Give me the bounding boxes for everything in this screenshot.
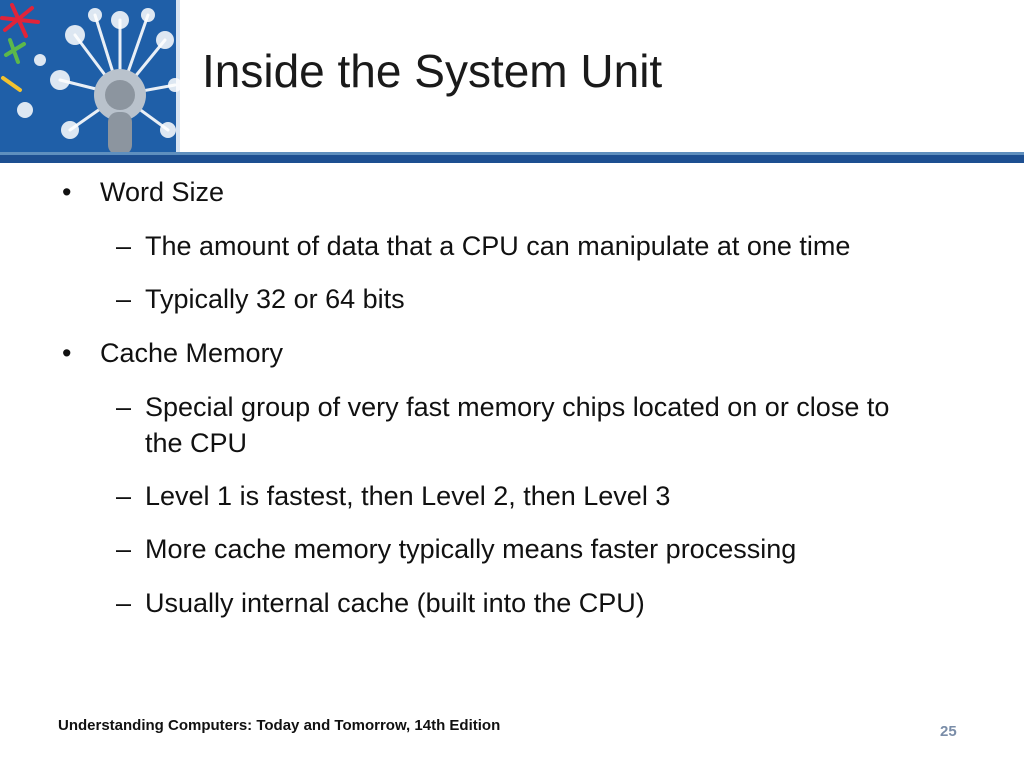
bullet-marker: • bbox=[62, 177, 72, 207]
dandelion-logo-icon bbox=[0, 0, 180, 155]
sub-bullet-text: Level 1 is fastest, then Level 2, then L… bbox=[145, 481, 671, 511]
bullet-item: • Cache Memory bbox=[62, 335, 980, 371]
dash-marker: – bbox=[116, 481, 132, 511]
dash-marker: – bbox=[116, 392, 132, 422]
header-band bbox=[0, 155, 1024, 163]
dash-marker: – bbox=[116, 534, 132, 564]
sub-bullet-item: – Usually internal cache (built into the… bbox=[116, 585, 975, 621]
sub-bullet-item: – Special group of very fast memory chip… bbox=[116, 389, 905, 461]
slide-footer: Understanding Computers: Today and Tomor… bbox=[58, 717, 501, 734]
sub-bullet-text: More cache memory typically means faster… bbox=[145, 534, 797, 564]
dash-marker: – bbox=[116, 284, 132, 314]
slide-title: Inside the System Unit bbox=[202, 45, 663, 97]
page-number: 25 bbox=[940, 723, 957, 740]
header-band-highlight bbox=[0, 152, 1024, 155]
sub-bullet-text: The amount of data that a CPU can manipu… bbox=[145, 231, 851, 261]
sub-bullet-text: Usually internal cache (built into the C… bbox=[145, 588, 645, 618]
sub-bullet-item: – The amount of data that a CPU can mani… bbox=[116, 228, 975, 264]
sub-bullet-item: – Level 1 is fastest, then Level 2, then… bbox=[116, 478, 975, 514]
sub-bullet-text: Typically 32 or 64 bits bbox=[145, 284, 405, 314]
slide-content: • Word Size – The amount of data that a … bbox=[62, 174, 980, 621]
bullet-text: Word Size bbox=[100, 177, 225, 207]
sub-bullet-item: – More cache memory typically means fast… bbox=[116, 531, 975, 567]
bullet-item: • Word Size bbox=[62, 174, 980, 210]
bullet-marker: • bbox=[62, 338, 72, 368]
dash-marker: – bbox=[116, 231, 132, 261]
sub-bullet-text: Special group of very fast memory chips … bbox=[145, 392, 890, 458]
dash-marker: – bbox=[116, 588, 132, 618]
bullet-text: Cache Memory bbox=[100, 338, 284, 368]
sub-bullet-item: – Typically 32 or 64 bits bbox=[116, 281, 975, 317]
